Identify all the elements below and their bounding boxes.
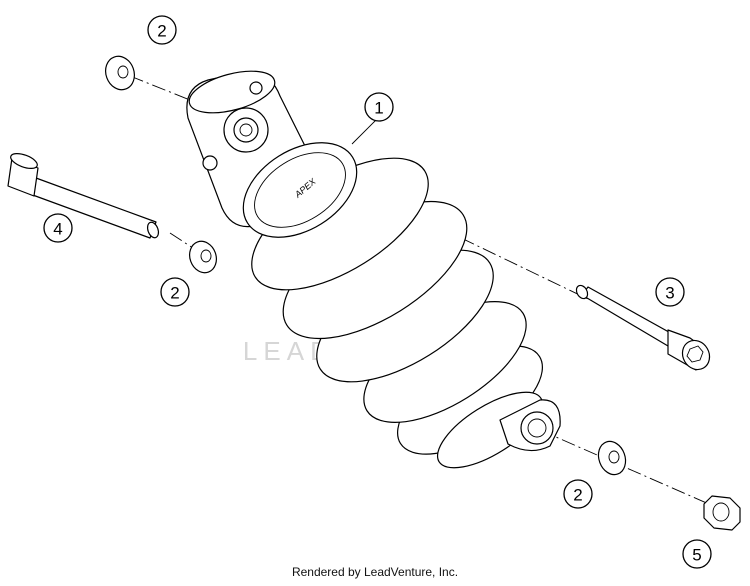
washer-bottom[interactable] [594,438,630,479]
svg-text:4: 4 [53,220,62,239]
callout-2b[interactable]: 2 [160,277,190,307]
callout-4[interactable]: 4 [43,213,73,243]
callout-5[interactable]: 5 [682,539,712,569]
svg-text:5: 5 [692,546,701,565]
svg-text:2: 2 [170,284,179,303]
washer-middle[interactable] [185,238,220,277]
render-credit: Rendered by LeadVenture, Inc. [291,565,459,579]
callout-2c[interactable]: 2 [563,479,593,509]
svg-text:1: 1 [374,99,383,118]
svg-text:3: 3 [665,284,674,303]
shock-absorber[interactable]: APEX [185,63,561,482]
callout-3[interactable]: 3 [655,277,685,307]
callout-1[interactable]: 1 [351,92,394,145]
nut[interactable] [703,495,741,531]
washer-top[interactable] [101,52,139,94]
svg-text:2: 2 [573,486,582,505]
bolt-left[interactable] [7,151,160,240]
svg-text:2: 2 [157,22,166,41]
callout-2a[interactable]: 2 [147,15,177,45]
bolt-right[interactable] [574,283,715,374]
